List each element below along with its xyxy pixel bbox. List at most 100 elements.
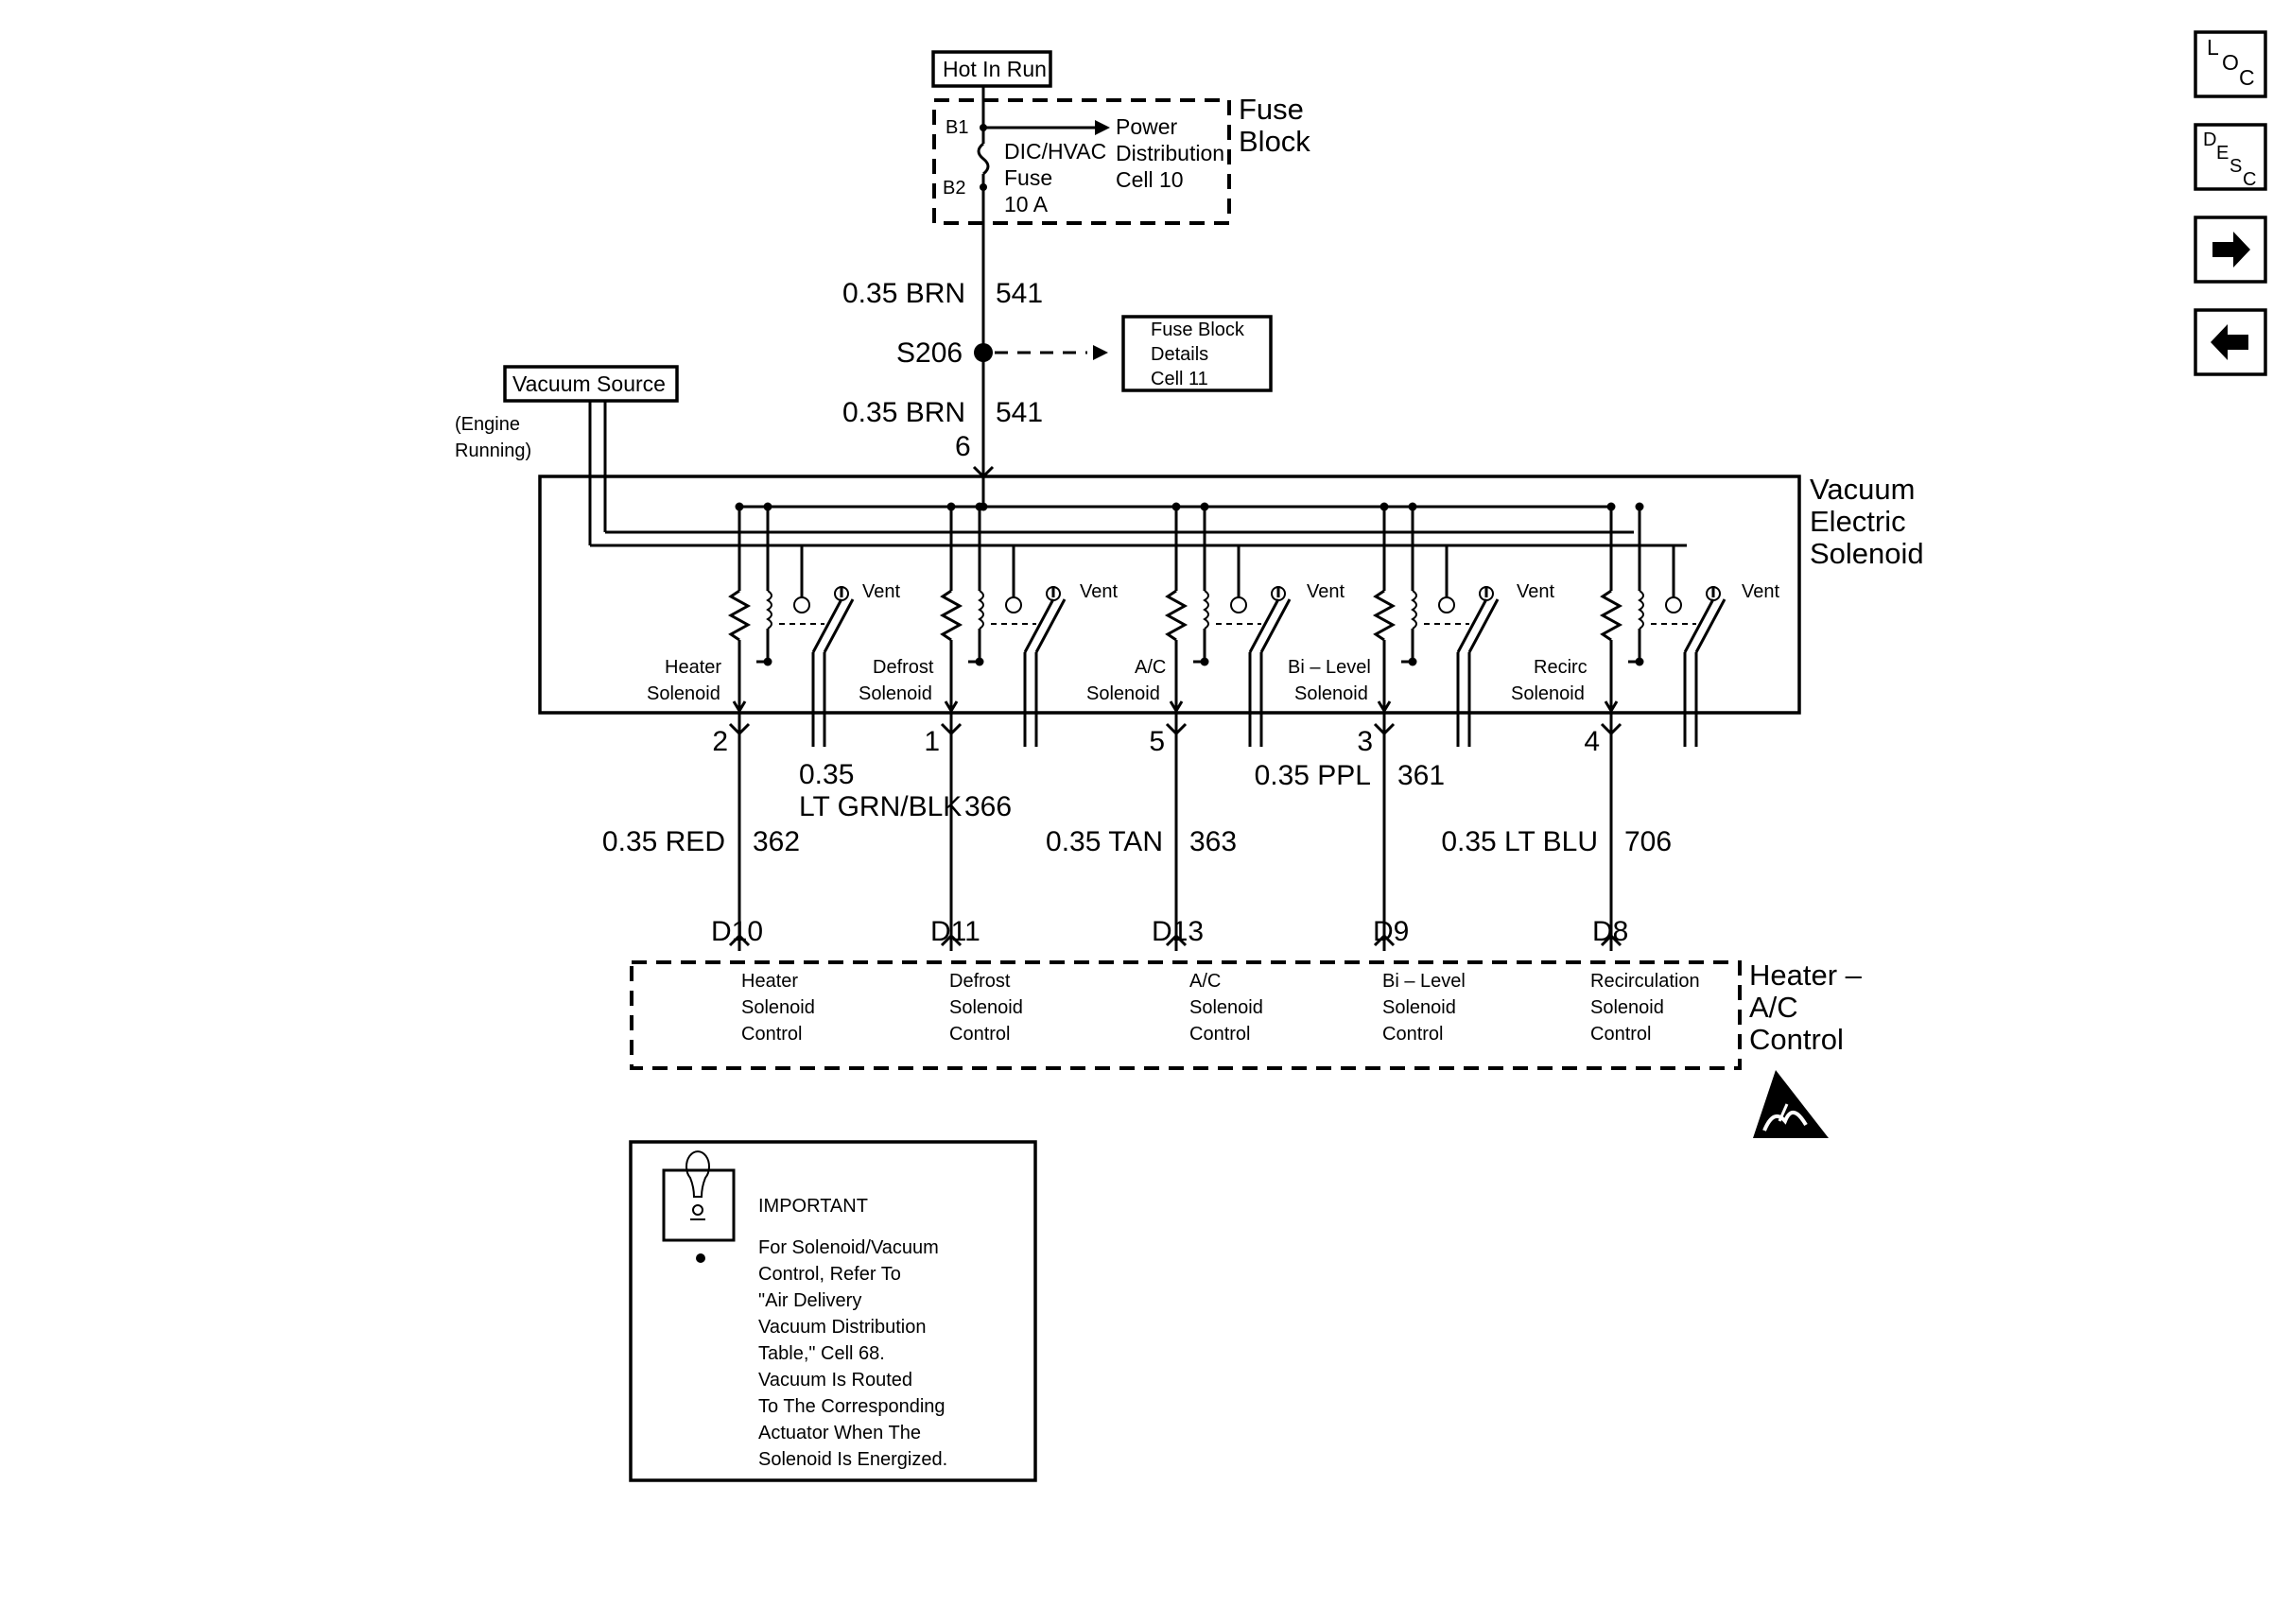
defrost-pin: 1 — [924, 726, 940, 757]
wire-362-circuit: 362 — [753, 826, 800, 857]
fuse-name-3: 10 A — [1004, 192, 1049, 216]
splice-label: S206 — [896, 337, 963, 369]
d11-name-3: Control — [949, 1024, 1010, 1045]
desc-letter-s: S — [2230, 156, 2242, 177]
arrow-right-icon — [2212, 232, 2250, 268]
recirc-solenoid-name-2: Solenoid — [1511, 683, 1585, 704]
solenoid-title-3: Solenoid — [1810, 537, 1924, 570]
splice-ref-2: Details — [1151, 344, 1208, 365]
lightbulb-icon — [685, 1150, 710, 1220]
vacuum-electric-solenoid: Vacuum Electric Solenoid — [538, 473, 1924, 747]
d13-name-1: A/C — [1189, 971, 1221, 992]
esd-warning-icon — [1753, 1070, 1829, 1138]
note-line-1: For Solenoid/Vacuum — [758, 1237, 939, 1258]
defrost-solenoid — [939, 502, 1067, 747]
vacuum-source: Vacuum Source (Engine Running) — [455, 365, 679, 545]
recirc-pin: 4 — [1584, 726, 1600, 757]
feed-upper-wire-label: 0.35 BRN — [842, 278, 965, 309]
wire-366-label-1: 0.35 — [799, 759, 854, 790]
power-dist-1: Power — [1116, 114, 1178, 139]
note-line-7: To The Corresponding — [758, 1396, 946, 1417]
d8-name-2: Solenoid — [1590, 997, 1664, 1018]
d10-name-1: Heater — [741, 971, 798, 992]
loc-button[interactable]: L O C — [2194, 30, 2267, 98]
d9-name-3: Control — [1382, 1024, 1443, 1045]
note-heading: IMPORTANT — [758, 1196, 868, 1217]
vacuum-condition-1: (Engine — [455, 414, 520, 435]
ac-pin: 5 — [1149, 726, 1165, 757]
terminal-b2: B2 — [943, 178, 965, 199]
d11-name-2: Solenoid — [949, 997, 1023, 1018]
wire-706-circuit: 706 — [1624, 826, 1672, 857]
d13-name-2: Solenoid — [1189, 997, 1263, 1018]
next-button[interactable] — [2194, 216, 2267, 284]
terminal-d8: D8 — [1592, 916, 1628, 947]
d11-name-1: Defrost — [949, 971, 1011, 992]
vent-label-bilevel: Vent — [1517, 581, 1554, 602]
desc-letter-d: D — [2203, 130, 2216, 150]
solenoid-title-2: Electric — [1810, 505, 1906, 538]
control-title-2: A/C — [1749, 991, 1798, 1024]
heater-solenoid-name-1: Heater — [665, 657, 721, 678]
terminal-d10: D10 — [711, 916, 763, 947]
arrow-right-icon — [1093, 345, 1108, 360]
note-line-9: Solenoid Is Energized. — [758, 1449, 947, 1470]
solenoid-title-1: Vacuum — [1810, 473, 1915, 506]
feed-wire: 0.35 BRN 541 S206 Fuse Block Details Cel… — [842, 223, 1273, 482]
terminal-d11: D11 — [930, 916, 980, 947]
desc-letter-c: C — [2243, 169, 2256, 190]
ac-solenoid — [1164, 502, 1292, 747]
loc-letter-c: C — [2239, 65, 2255, 90]
vacuum-source-label: Vacuum Source — [512, 371, 666, 396]
d8-name-1: Recirculation — [1590, 971, 1700, 992]
control-title-1: Heater – — [1749, 959, 1863, 992]
note-line-8: Actuator When The — [758, 1423, 921, 1443]
hot-in-run-label: Hot In Run — [943, 57, 1047, 81]
desc-letter-e: E — [2216, 143, 2229, 164]
bilevel-solenoid-name-1: Bi – Level — [1288, 657, 1371, 678]
fuse-block: Fuse Block B1 B2 DIC/HVAC Fuse 10 A Powe… — [932, 93, 1310, 225]
important-note: IMPORTANT For Solenoid/Vacuum Control, R… — [629, 1140, 1037, 1482]
feed-upper-circuit: 541 — [996, 278, 1043, 309]
note-line-2: Control, Refer To — [758, 1264, 901, 1285]
wire-366-label-2: LT GRN/BLK — [799, 791, 962, 822]
ac-solenoid-name-2: Solenoid — [1086, 683, 1160, 704]
terminal-d9: D9 — [1373, 916, 1409, 947]
arrow-right-icon — [1095, 120, 1110, 135]
note-line-4: Vacuum Distribution — [758, 1317, 926, 1338]
feed-lower-circuit: 541 — [996, 397, 1043, 428]
bullet-icon — [696, 1253, 705, 1263]
loc-letter-o: O — [2222, 50, 2239, 75]
splice-dot — [974, 343, 993, 362]
d10-name-3: Control — [741, 1024, 802, 1045]
fuse-block-title-2: Block — [1239, 125, 1310, 158]
vent-label-recirc: Vent — [1742, 581, 1779, 602]
fuse-name-1: DIC/HVAC — [1004, 139, 1106, 164]
bi-level-solenoid — [1372, 502, 1500, 747]
heater-ac-control: Heater – A/C Control Heater Solenoid Con… — [630, 959, 1863, 1070]
hot-in-run-box: Hot In Run — [931, 50, 1052, 88]
terminal-d13: D13 — [1152, 916, 1204, 947]
note-line-6: Vacuum Is Routed — [758, 1370, 912, 1391]
fuse-block-title-1: Fuse — [1239, 93, 1304, 126]
desc-button[interactable]: D E S C — [2194, 123, 2267, 191]
defrost-solenoid-name-2: Solenoid — [859, 683, 932, 704]
heater-pin: 2 — [712, 726, 728, 757]
feed-lower-wire-label: 0.35 BRN — [842, 397, 965, 428]
vacuum-condition-2: Running) — [455, 441, 531, 461]
splice-ref-3: Cell 11 — [1151, 369, 1208, 389]
wire-366-circuit: 366 — [964, 791, 1012, 822]
control-title-3: Control — [1749, 1023, 1844, 1056]
d10-name-2: Solenoid — [741, 997, 815, 1018]
bilevel-pin: 3 — [1357, 726, 1373, 757]
back-button[interactable] — [2194, 308, 2267, 376]
power-dist-2: Distribution — [1116, 141, 1224, 165]
fuse-symbol — [977, 142, 990, 176]
vent-label-ac: Vent — [1307, 581, 1345, 602]
wire-706-label: 0.35 LT BLU — [1441, 826, 1598, 857]
ac-solenoid-name-1: A/C — [1135, 657, 1166, 678]
recirc-solenoid-name-1: Recirc — [1534, 657, 1588, 678]
bilevel-solenoid-name-2: Solenoid — [1294, 683, 1368, 704]
terminal-b1: B1 — [946, 117, 968, 138]
